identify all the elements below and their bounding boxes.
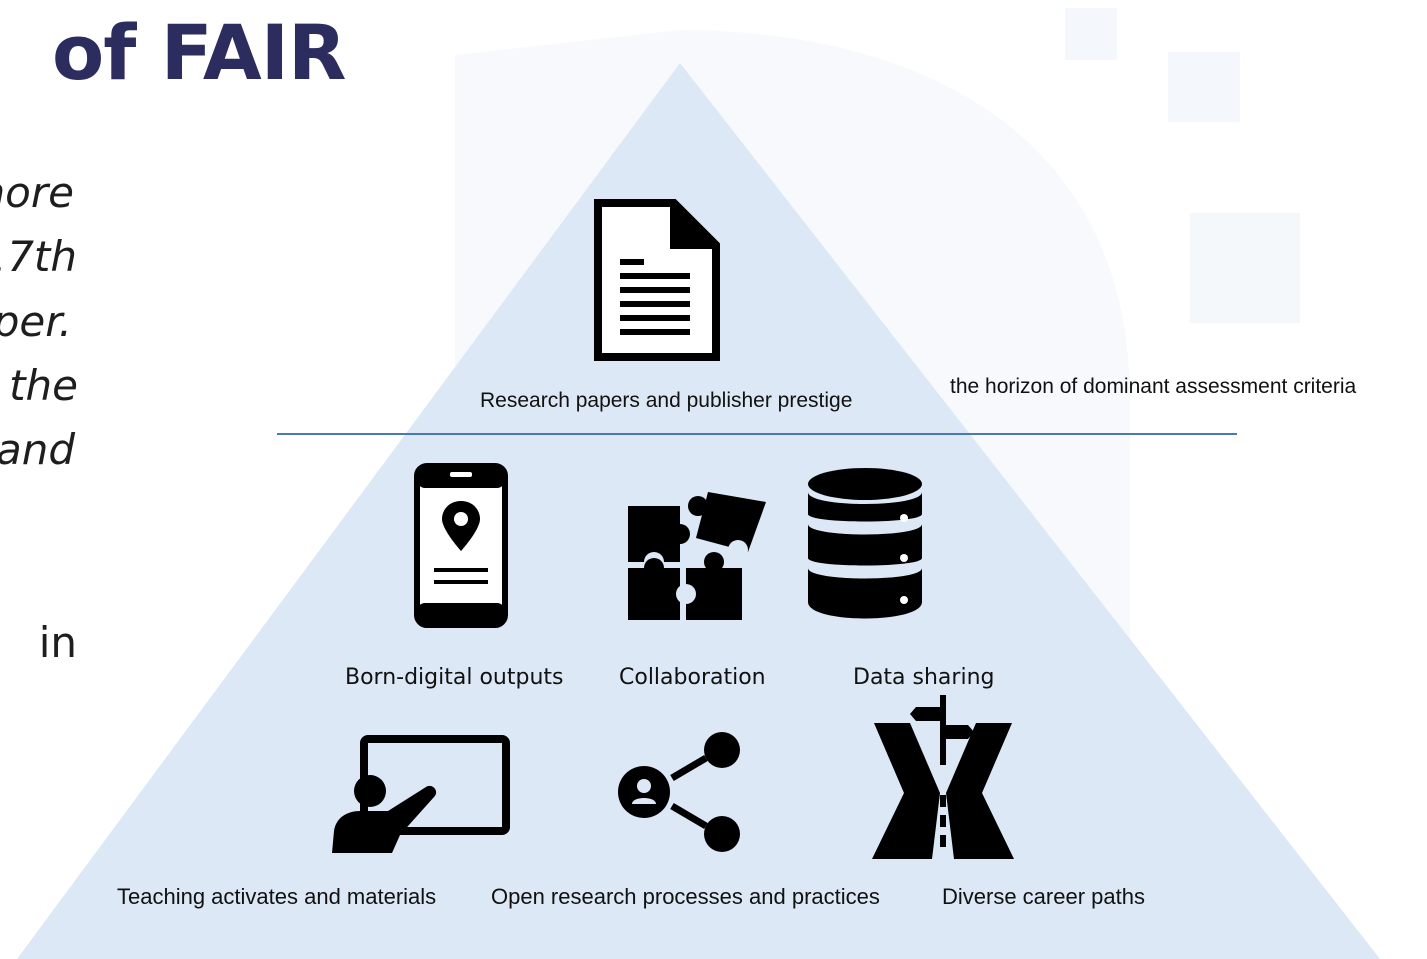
text-fragment: and bbox=[0, 425, 75, 474]
middle-tier-label: Collaboration bbox=[619, 665, 766, 690]
database-icon bbox=[808, 468, 922, 619]
text-fragment: in bbox=[38, 618, 77, 667]
horizon-line bbox=[277, 433, 1237, 435]
bottom-tier-label: Diverse career paths bbox=[942, 884, 1145, 909]
puzzle-icon bbox=[628, 492, 766, 620]
bottom-tier-label: Teaching activates and materials bbox=[117, 884, 437, 909]
document-icon bbox=[594, 199, 720, 361]
share-icon bbox=[618, 732, 740, 852]
top-tier-label: Research papers and publisher prestige bbox=[480, 389, 853, 412]
page-title: of FAIR bbox=[52, 8, 347, 97]
text-fragment: 17th bbox=[0, 232, 77, 281]
bottom-tier-label: Open research processes and practices bbox=[491, 884, 880, 909]
text-fragment: per. bbox=[0, 297, 72, 346]
horizon-label: the horizon of dominant assessment crite… bbox=[950, 375, 1357, 398]
middle-tier-label: Data sharing bbox=[853, 665, 995, 690]
teaching-icon bbox=[332, 735, 510, 853]
smartphone-location-icon bbox=[414, 463, 508, 628]
text-fragment: nore bbox=[0, 168, 74, 217]
road-signpost-icon bbox=[872, 695, 1014, 859]
middle-tier-label: Born-digital outputs bbox=[345, 665, 564, 690]
text-fragment: the bbox=[9, 361, 78, 410]
